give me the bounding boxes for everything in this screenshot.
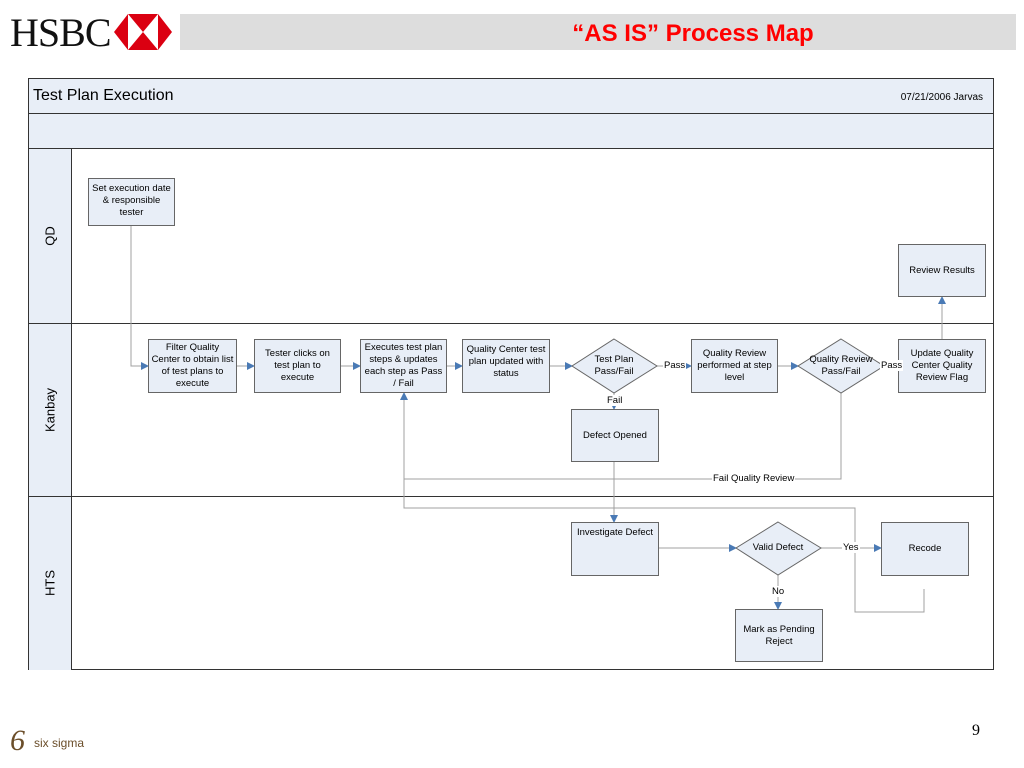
edge-label-fail-quality-review: Fail Quality Review [712, 473, 796, 484]
edge-label-pass: Pass [663, 360, 687, 371]
decision-valid-defect-shape [735, 521, 822, 576]
title-bar: “AS IS” Process Map [180, 14, 1016, 50]
decision-test-plan-shape [571, 338, 658, 394]
edge-label-pass: Pass [880, 360, 904, 371]
page-number: 9 [972, 722, 980, 739]
decision-valid-defect-label: Valid Defect [752, 542, 804, 553]
node-executes-steps: Executes test plan steps & updates each … [360, 339, 447, 393]
edge-qr-fail [400, 392, 842, 480]
node-update-qc-flag: Update Quality Center Quality Review Fla… [898, 339, 986, 393]
map-header: Test Plan Execution 07/21/2006 Jarvas [29, 79, 993, 114]
page-title: “AS IS” Process Map [572, 20, 814, 47]
decision-quality-review-label: Quality Review Pass/Fail [809, 354, 873, 377]
hsbc-hexagon-icon [114, 14, 172, 50]
map-band [29, 114, 993, 149]
node-set-execution: Set execution date & responsible tester [88, 178, 175, 226]
lane-label-qd: QD [29, 149, 72, 323]
lane-divider [29, 323, 993, 324]
node-filter-qc: Filter Quality Center to obtain list of … [148, 339, 237, 393]
node-mark-pending: Mark as Pending Reject [735, 609, 823, 662]
map-title: Test Plan Execution [33, 87, 174, 104]
node-quality-review: Quality Review performed at step level [691, 339, 778, 393]
node-investigate-defect: Investigate Defect [571, 522, 659, 576]
edge-recode-loop [403, 479, 925, 613]
map-date-author: 07/21/2006 Jarvas [900, 92, 983, 103]
node-review-results: Review Results [898, 244, 986, 297]
edge-label-fail: Fail [606, 395, 624, 406]
edge-label-yes: Yes [842, 542, 860, 553]
lane-label-hts: HTS [29, 496, 72, 670]
decision-test-plan-label: Test Plan Pass/Fail [594, 354, 634, 377]
process-map: Test Plan Execution 07/21/2006 Jarvas QD… [28, 78, 994, 670]
node-qc-updated: Quality Center test plan updated with st… [462, 339, 550, 393]
hsbc-logo: HSBC [10, 10, 172, 56]
lane-label-kanbay: Kanbay [29, 323, 72, 496]
six-sigma-logo: 6 six sigma [10, 724, 90, 760]
node-tester-clicks: Tester clicks on test plan to execute [254, 339, 341, 393]
decision-quality-review-shape [797, 338, 885, 394]
six-sigma-text: six sigma [34, 736, 85, 750]
node-defect-opened: Defect Opened [571, 409, 659, 462]
hsbc-logo-text: HSBC [10, 10, 111, 55]
lane-divider [29, 496, 993, 497]
six-sigma-mark: 6 [10, 724, 25, 757]
edge-label-no: No [771, 586, 786, 597]
node-recode: Recode [881, 522, 969, 576]
edge-set-to-filter [130, 226, 149, 370]
